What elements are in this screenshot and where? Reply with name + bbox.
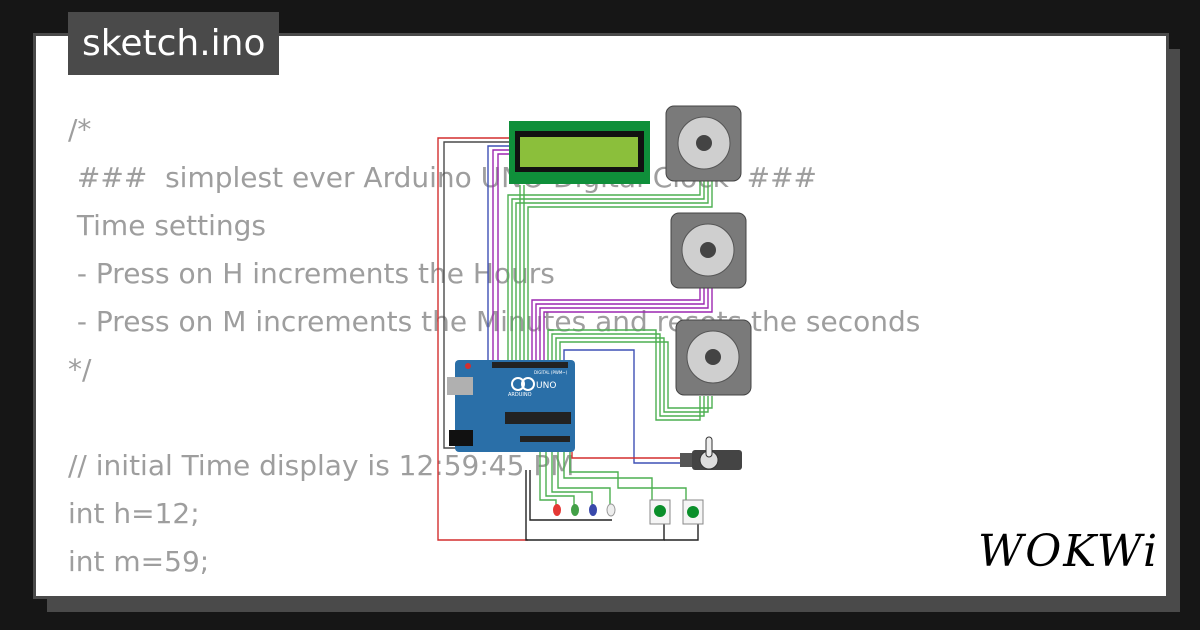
wire-green xyxy=(539,452,557,508)
lcd-display xyxy=(509,121,650,184)
wire-green xyxy=(563,452,653,500)
code-line: */ xyxy=(68,353,92,386)
arduino-uno-board: UNO ARDUINO DIGITAL (PWM~) xyxy=(447,360,575,452)
push-button-m xyxy=(682,499,704,525)
wire-black xyxy=(664,524,699,541)
code-line: int m=59; xyxy=(68,545,210,578)
wire-green xyxy=(527,180,713,360)
wire-green xyxy=(545,452,575,508)
code-line: int h=12; xyxy=(68,497,200,530)
wire-green xyxy=(557,452,611,508)
code-line: // initial Time display is 12:59:45 PM xyxy=(68,449,575,482)
code-line: Time settings xyxy=(68,209,266,242)
header-label: DIGITAL (PWM~) xyxy=(534,370,568,375)
wire-purple xyxy=(535,288,705,360)
wire-blue xyxy=(563,349,688,464)
wire-black xyxy=(525,470,665,541)
led-blue xyxy=(589,504,597,516)
wire-purple xyxy=(543,288,713,360)
wire-green xyxy=(569,452,687,500)
wire-green xyxy=(511,180,705,360)
wire-purple xyxy=(492,149,512,360)
wire-purple xyxy=(539,288,709,360)
wire-green xyxy=(507,180,701,360)
code-line: - Press on H increments the Hours xyxy=(68,257,555,290)
board-brand: ARDUINO xyxy=(508,392,532,398)
stepper-motor-1 xyxy=(665,105,742,182)
servo-motor xyxy=(680,436,742,470)
led-white xyxy=(606,503,616,517)
code-line: int s=45; xyxy=(68,586,920,596)
stepper-motor-2 xyxy=(670,212,747,289)
wokwi-logo: WOKWi xyxy=(978,526,1160,577)
stepper-motor-3 xyxy=(675,319,752,396)
wire-green xyxy=(551,452,593,508)
wire-red xyxy=(571,452,688,459)
wires xyxy=(437,137,713,541)
code-preview: /* ### simplest ever Arduino UNO Digital… xyxy=(68,106,920,596)
wire-green xyxy=(515,180,709,360)
wire-blue xyxy=(487,145,512,360)
file-tab-title: sketch.ino xyxy=(68,12,280,75)
wire-purple xyxy=(497,153,512,360)
led-red xyxy=(553,504,561,516)
wire-black xyxy=(529,470,612,521)
push-button-h xyxy=(649,499,671,525)
wire-red xyxy=(437,137,528,541)
code-line: /* xyxy=(68,113,92,146)
wire-purple xyxy=(531,288,701,360)
led-green xyxy=(571,504,579,516)
wire-green xyxy=(559,341,713,409)
board-name: UNO xyxy=(536,381,556,391)
wire-green xyxy=(555,337,709,413)
